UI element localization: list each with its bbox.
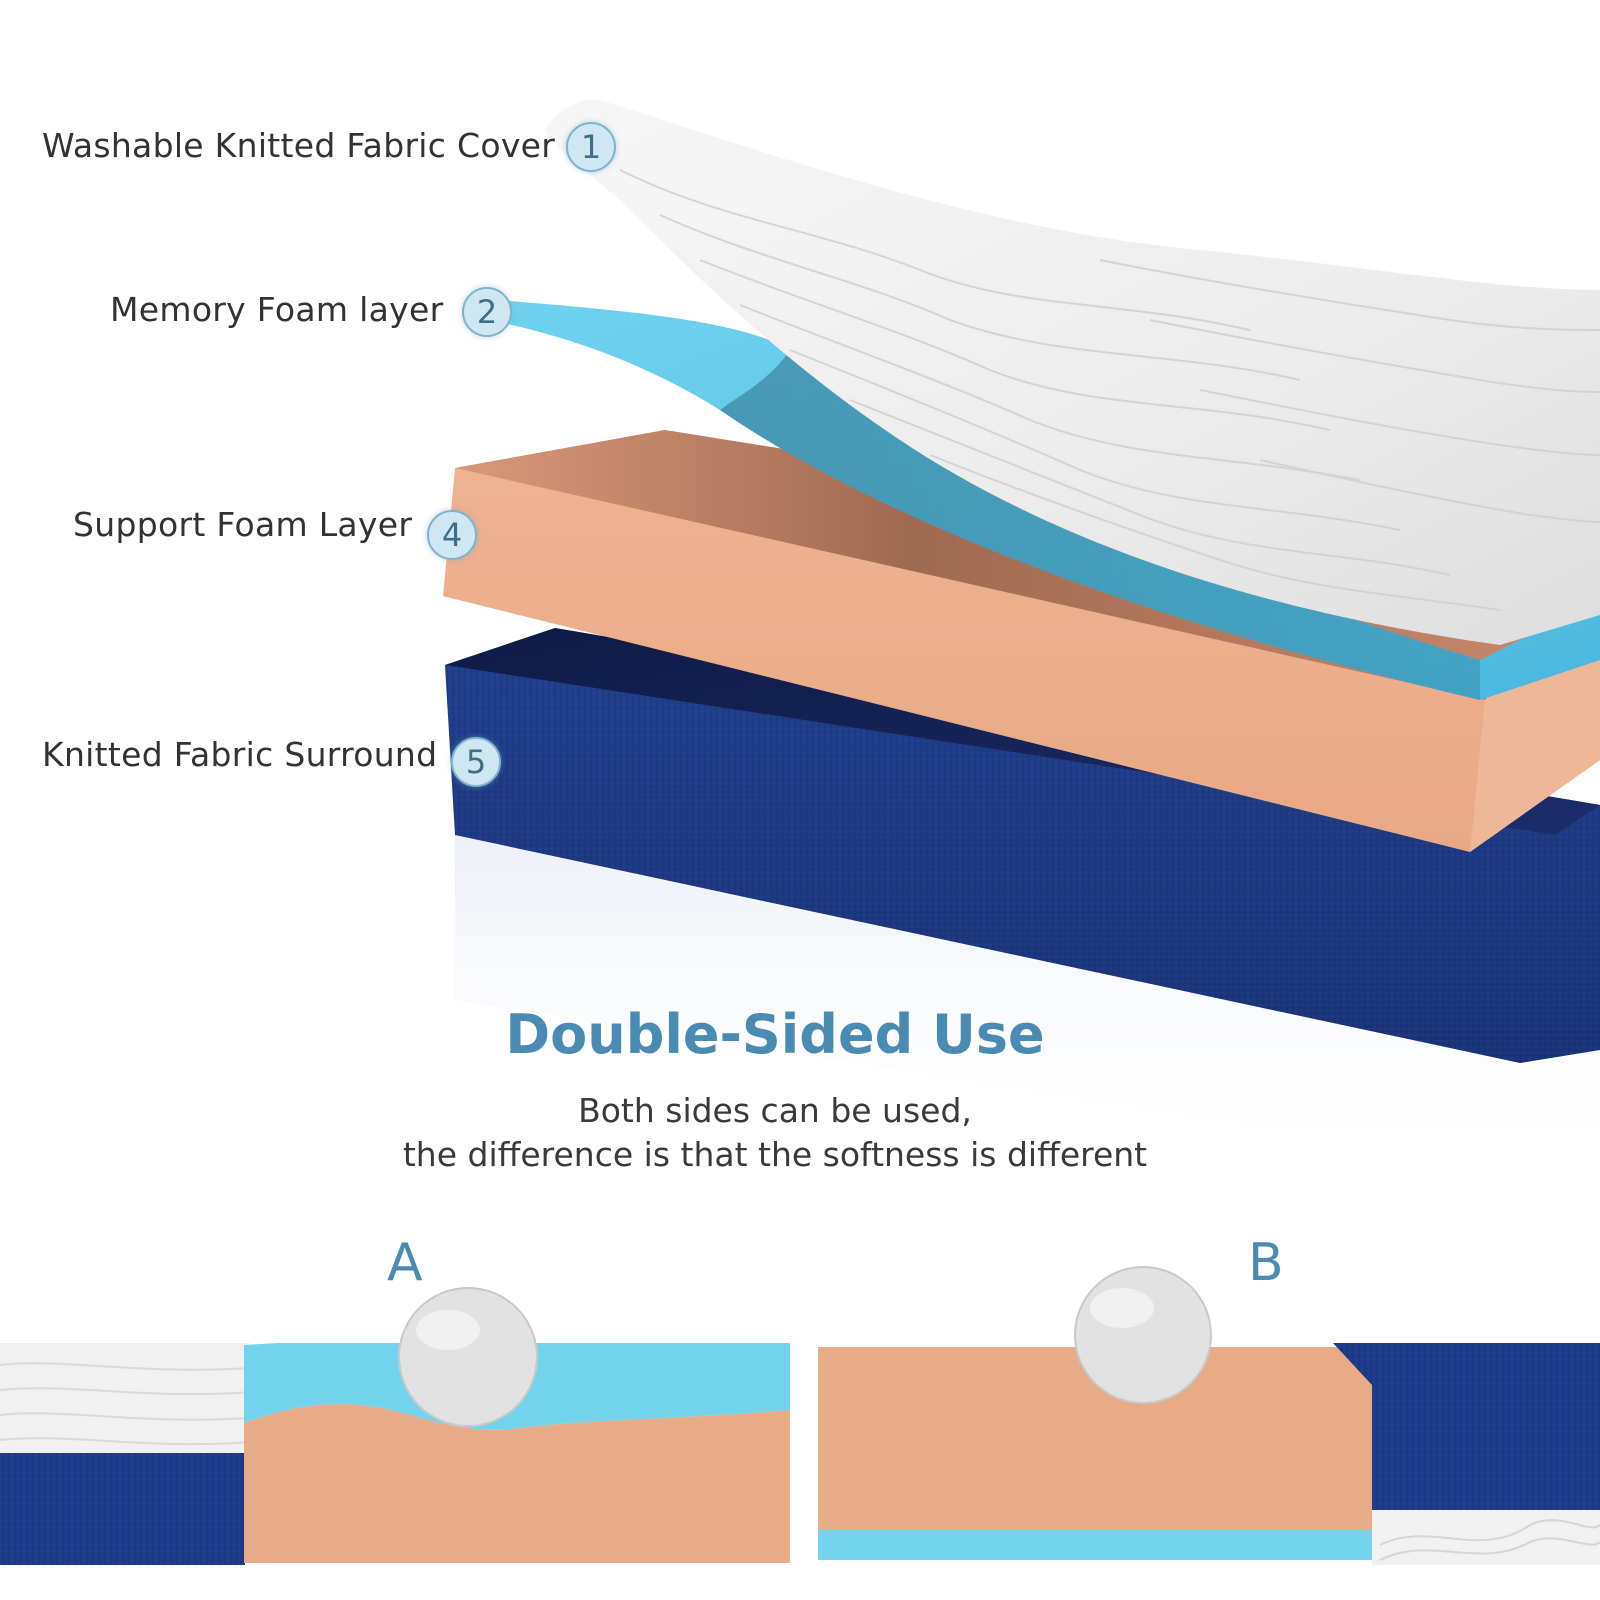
layer-1-number-badge: 1 bbox=[566, 122, 616, 172]
double-sided-heading: Double-Sided Use bbox=[505, 1003, 1045, 1066]
side-b-cross-section bbox=[818, 1266, 1600, 1565]
side-b-support-foam bbox=[818, 1347, 1372, 1530]
double-sided-description-line-1: Both sides can be used, bbox=[578, 1091, 972, 1130]
side-a-support-foam bbox=[244, 1404, 790, 1563]
side-b-test-ball bbox=[1074, 1266, 1212, 1404]
layer-2-label: Memory Foam layer bbox=[110, 290, 444, 329]
layer-1-label: Washable Knitted Fabric Cover bbox=[42, 126, 556, 165]
double-sided-description-line-2: the difference is that the softness is d… bbox=[402, 1135, 1148, 1174]
layer-5-number-badge: 5 bbox=[451, 737, 501, 787]
floor-reflection bbox=[455, 825, 1600, 1180]
layer-2-number-badge: 2 bbox=[462, 287, 512, 337]
side-b-label: B bbox=[1248, 1233, 1284, 1293]
layer-5-label: Knitted Fabric Surround bbox=[42, 735, 438, 774]
side-a-test-ball bbox=[398, 1287, 538, 1427]
side-a-cover-strip bbox=[0, 1343, 250, 1453]
cover-texture bbox=[619, 169, 1600, 611]
side-a-cross-section bbox=[0, 1287, 790, 1565]
knitted-fabric-cover bbox=[545, 99, 1600, 645]
side-b-memory-foam bbox=[818, 1530, 1372, 1560]
side-a-label: A bbox=[387, 1233, 423, 1293]
layer-4-label: Support Foam Layer bbox=[73, 505, 413, 544]
layer-4-number-badge: 4 bbox=[427, 510, 477, 560]
